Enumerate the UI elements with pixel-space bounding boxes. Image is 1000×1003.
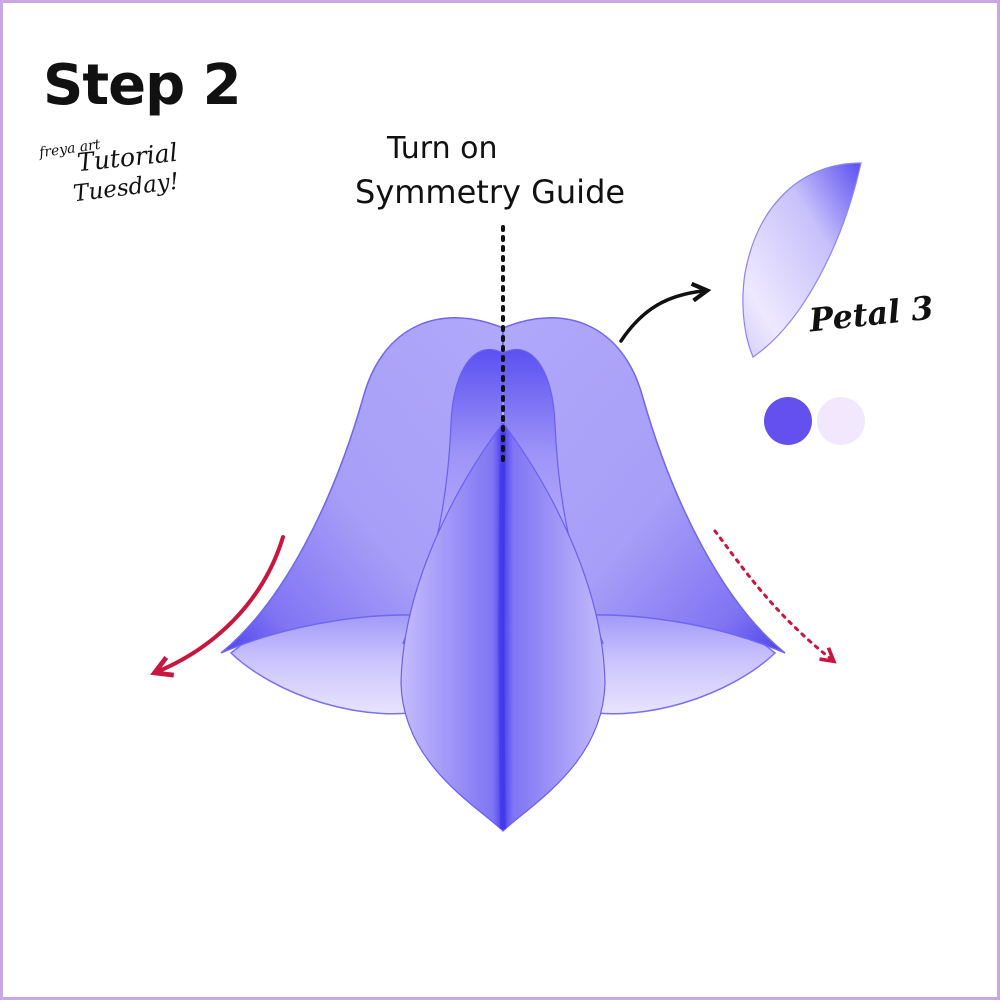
front-petal-vein	[498, 432, 506, 830]
red-dotted-arrow-icon	[713, 529, 837, 664]
red-curved-arrow-icon	[150, 535, 285, 678]
instruction-line-2: Symmetry Guide	[355, 173, 626, 211]
curved-arrow-icon	[619, 281, 712, 343]
color-swatch-light	[817, 397, 865, 445]
color-swatch-dark	[764, 397, 812, 445]
instruction-line-1: Turn on	[387, 131, 498, 166]
petal-3-shape	[742, 162, 862, 358]
step-title: Step 2	[43, 53, 242, 118]
flower-illustration	[150, 162, 862, 832]
